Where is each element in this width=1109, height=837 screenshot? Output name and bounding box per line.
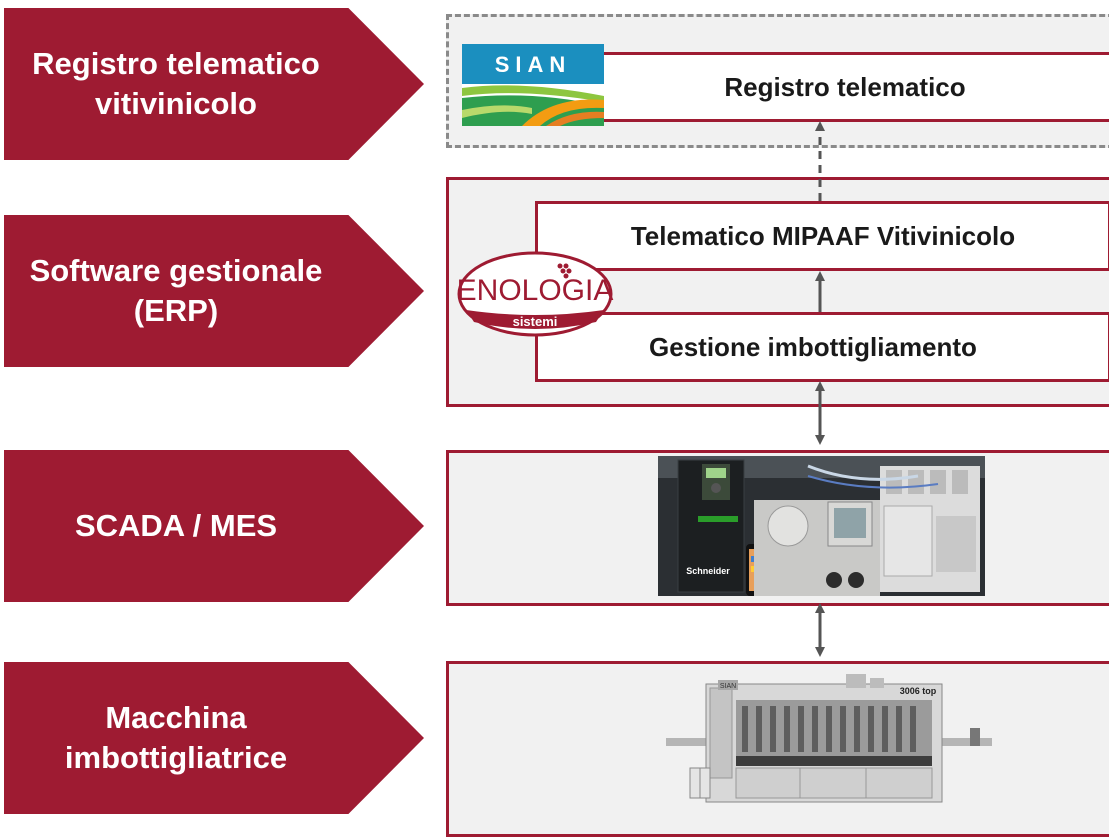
registro-telematico-box: Registro telematico xyxy=(597,52,1109,122)
layer-label-text: Registro telematico vitivinicolo xyxy=(32,46,320,121)
svg-text:SIAN: SIAN xyxy=(720,683,736,690)
schneider-text: Schneider xyxy=(686,566,730,576)
machine-model-text: 3006 top xyxy=(900,686,937,696)
telematico-mipaaf-label: Telematico MIPAAF Vitivinicolo xyxy=(630,220,1016,251)
layer-label-text: Software gestionale (ERP) xyxy=(29,253,323,328)
layer-label-text: SCADA / MES xyxy=(74,508,278,543)
scada-photo: Schneider xyxy=(658,456,985,596)
machine-photo: SIAN 3006 top xyxy=(666,672,994,810)
layer-label-macchina: Macchina imbottigliatrice xyxy=(4,662,424,814)
sian-logo: SIAN xyxy=(462,44,604,126)
layer-label-scada: SCADA / MES xyxy=(4,450,424,602)
enologia-logo-sub: sistemi xyxy=(513,314,558,329)
gestione-imbottigliamento-label: Gestione imbottigliamento xyxy=(649,331,977,362)
enologia-logo: ENOLOGIA sistemi xyxy=(456,250,614,338)
telematico-mipaaf-box: Telematico MIPAAF Vitivinicolo xyxy=(535,201,1109,271)
sian-logo-text: SIAN xyxy=(495,52,572,77)
enologia-logo-text: ENOLOGIA xyxy=(457,274,614,307)
layer-label-text: Macchina imbottigliatrice xyxy=(64,700,288,775)
layer-label-erp: Software gestionale (ERP) xyxy=(4,215,424,367)
layer-label-registro: Registro telematico vitivinicolo xyxy=(4,8,424,160)
registro-telematico-label: Registro telematico xyxy=(724,71,966,102)
connectors xyxy=(815,121,825,657)
gestione-imbottigliamento-box: Gestione imbottigliamento xyxy=(535,312,1109,382)
